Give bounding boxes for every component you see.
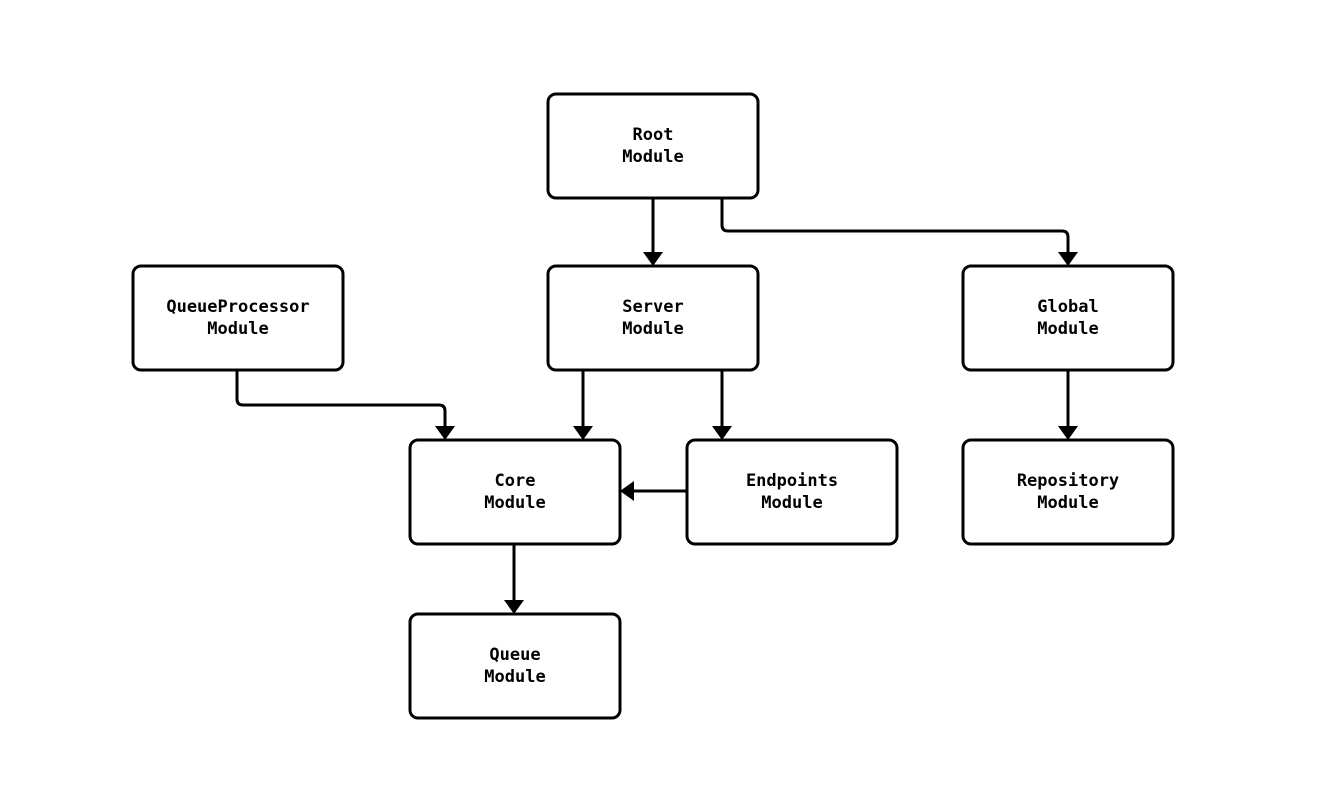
node-box[interactable] [546, 264, 760, 372]
arrowhead-icon [1058, 252, 1078, 266]
node-label-line2: Module [484, 667, 545, 687]
edge-global-to-repository [1058, 370, 1078, 440]
node-label-line1: QueueProcessor [166, 297, 309, 317]
edge-line [720, 198, 1070, 252]
nodes-layer: RootModuleQueueProcessorModuleServerModu… [131, 92, 1175, 720]
edge-queueprocessor-to-core [235, 370, 455, 440]
node-label-line2: Module [1037, 319, 1098, 339]
node-label-line1: Repository [1017, 471, 1119, 491]
edge-server-to-endpoints [712, 370, 732, 440]
edge-server-to-core [573, 370, 593, 440]
node-box[interactable] [685, 438, 899, 546]
node-label-line1: Global [1037, 297, 1098, 317]
node-box[interactable] [408, 438, 622, 546]
node-label-line2: Module [207, 319, 268, 339]
node-box[interactable] [408, 612, 622, 720]
node-label-line1: Core [495, 471, 536, 491]
node-label-line2: Module [1037, 493, 1098, 513]
node-label-line1: Endpoints [746, 471, 838, 491]
edge-line [235, 370, 447, 426]
node-box[interactable] [961, 264, 1175, 372]
edge-core-to-queue [504, 544, 524, 614]
arrowhead-icon [620, 481, 634, 501]
node-label-line1: Queue [489, 645, 540, 665]
arrowhead-icon [573, 426, 593, 440]
arrowhead-icon [712, 426, 732, 440]
node-box[interactable] [546, 92, 760, 200]
edge-root-to-global [720, 198, 1078, 266]
edge-endpoints-to-core [620, 481, 687, 501]
arrowhead-icon [643, 252, 663, 266]
edges-layer [235, 198, 1078, 614]
node-label-line2: Module [622, 147, 683, 167]
edge-root-to-server [643, 198, 663, 266]
node-label-line2: Module [484, 493, 545, 513]
node-box[interactable] [131, 264, 345, 372]
node-label-line2: Module [622, 319, 683, 339]
node-label-line2: Module [761, 493, 822, 513]
node-label-line1: Server [622, 297, 683, 317]
node-label-line1: Root [633, 125, 674, 145]
arrowhead-icon [504, 600, 524, 614]
arrowhead-icon [1058, 426, 1078, 440]
node-box[interactable] [961, 438, 1175, 546]
arrowhead-icon [435, 426, 455, 440]
